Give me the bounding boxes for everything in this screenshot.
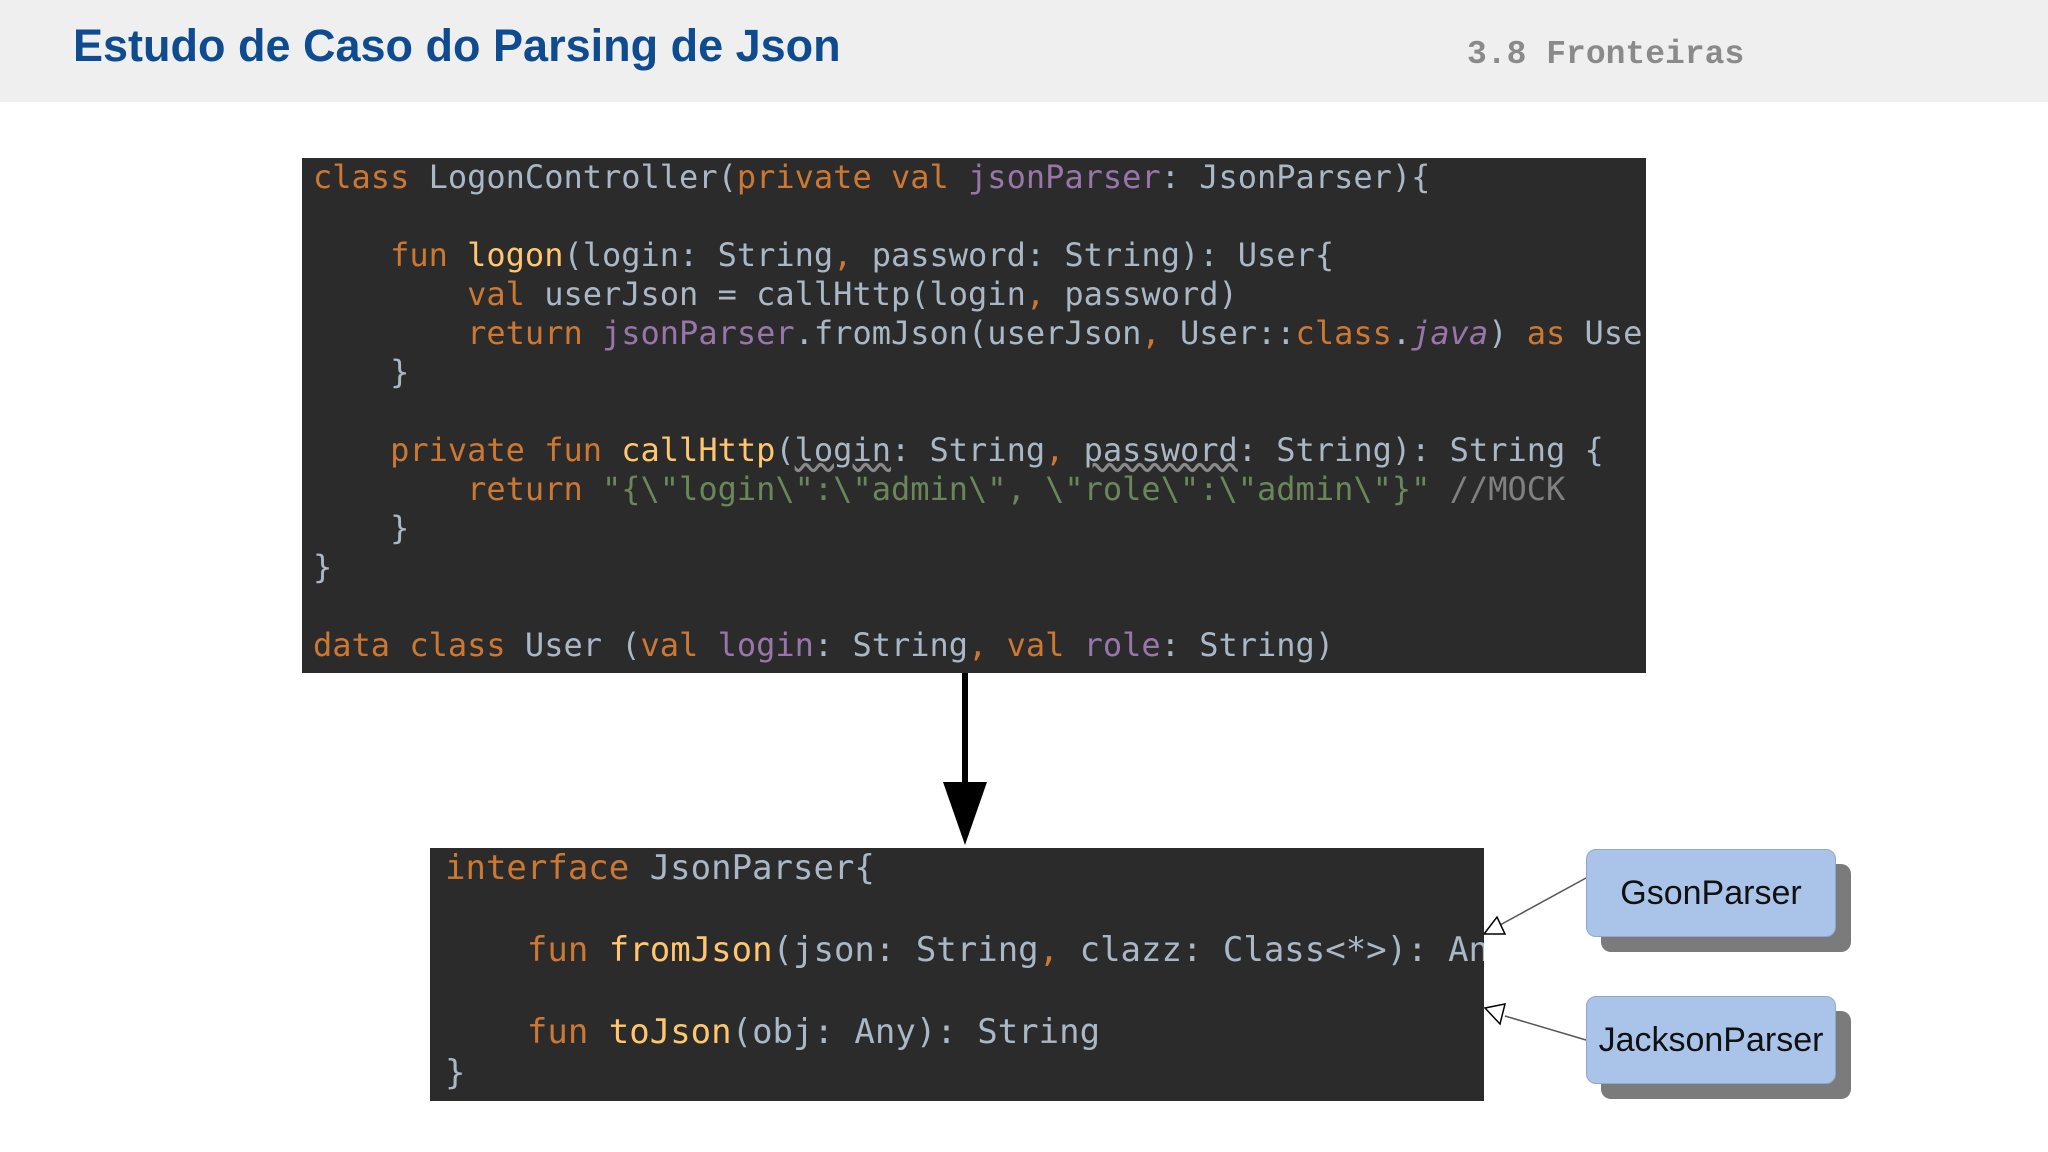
code-token: private val [736,158,969,196]
code-token: //MOCK [1449,470,1566,508]
code-token: login [794,431,891,469]
code-token: class [313,158,429,196]
code-line: } [445,1053,1484,1094]
jackson-parser-node: JacksonParser [1586,996,1836,1084]
dependency-arrow-head [943,782,987,845]
code-token: callHttp [621,431,776,469]
code-token: login [717,626,814,664]
code-line: fun logon(login: String, password: Strin… [313,236,1646,275]
code-line [445,889,1484,930]
code-token: User:: [1179,314,1296,352]
code-token: clazz: Class<*>): Any [1079,930,1484,970]
code-token: return [467,470,602,508]
code-line: fun toJson(obj: Any): String [445,1012,1484,1053]
code-token: } [313,509,410,547]
code-token: as [1526,314,1585,352]
jackson-implements-arrowhead [1483,1003,1507,1026]
code-token [445,1012,527,1052]
code-token: password) [1064,275,1238,313]
code-token: : JsonParser){ [1160,158,1431,196]
code-token: ) [1488,314,1527,352]
gson-implements-line [1499,877,1587,926]
code-token: fromJson [608,930,773,970]
code-line: class LogonController(private val jsonPa… [313,158,1646,197]
code-line: return jsonParser.fromJson(userJson, Use… [313,314,1646,353]
code-token: "{\"login\":\"admin\", \"role\":\"admin\… [601,470,1450,508]
code-line: } [313,353,1646,392]
code-token: JsonParser{ [649,848,875,888]
code-token: } [445,1053,466,1093]
code-token: java [1411,314,1489,352]
code-token: . [1391,314,1412,352]
code-token: val [640,626,718,664]
code-token: val [467,275,545,313]
code-token: password: String): User{ [871,236,1335,274]
code-token: LogonController( [428,158,737,196]
jackson-implements-line [1504,1015,1587,1041]
code-token: .fromJson(userJson [794,314,1142,352]
code-token: : String) [1160,626,1335,664]
code-line: } [313,509,1646,548]
code-token: : String): String { [1237,431,1604,469]
logon-controller-code: class LogonController(private val jsonPa… [302,158,1646,673]
slide-title: Estudo de Caso do Parsing de Json [73,20,841,71]
code-token [445,930,527,970]
code-token: (json: String [772,930,1039,970]
code-line: interface JsonParser{ [445,848,1484,889]
code-line: fun fromJson(json: String, clazz: Class<… [445,930,1484,971]
code-token: class [1295,314,1392,352]
code-token: role [1083,626,1161,664]
code-token: data class [313,626,525,664]
code-token: , [1141,314,1180,352]
gson-parser-node: GsonParser [1586,849,1836,937]
code-token: logon [467,236,564,274]
code-line: } [313,548,1646,587]
json-parser-interface-code: interface JsonParser{ fun fromJson(json:… [430,848,1484,1101]
code-token: User ( [524,626,641,664]
code-token: } [313,353,410,391]
code-token: private fun [390,431,622,469]
code-token: toJson [608,1012,732,1052]
code-line: private fun callHttp(login: String, pass… [313,431,1646,470]
code-line: val userJson = callHttp(login, password) [313,275,1646,314]
code-token: , [833,236,872,274]
gson-implements-arrowhead [1482,915,1507,935]
code-token: , [1025,275,1065,313]
code-token: fun [526,1012,609,1052]
code-token: ( [775,431,795,469]
code-token: User [1584,314,1646,352]
code-token: jsonParser [601,314,795,352]
code-line: data class User (val login: String, val … [313,626,1646,665]
code-token: , [1038,930,1080,970]
code-token: fun [526,930,609,970]
code-token: userJson = callHttp(login [544,275,1026,313]
code-token: : String [813,626,969,664]
code-token: password [1083,431,1238,469]
slide-header: Estudo de Caso do Parsing de Json 3.8 Fr… [0,0,2048,102]
section-label: 3.8 Fronteiras [1467,36,1745,73]
code-token: return [467,314,602,352]
code-token: jsonParser [968,158,1161,196]
code-token: (login: String [563,236,834,274]
code-line [445,971,1484,1012]
code-token: interface [445,848,650,888]
code-token: (obj: Any): String [731,1012,1101,1052]
code-token: val [1006,626,1084,664]
code-token: } [313,548,333,586]
code-token: fun [390,236,468,274]
code-token: , [1045,431,1084,469]
code-line: return "{\"login\":\"admin\", \"role\":\… [313,470,1646,509]
code-token: , [968,626,1007,664]
code-token: : String [890,431,1046,469]
